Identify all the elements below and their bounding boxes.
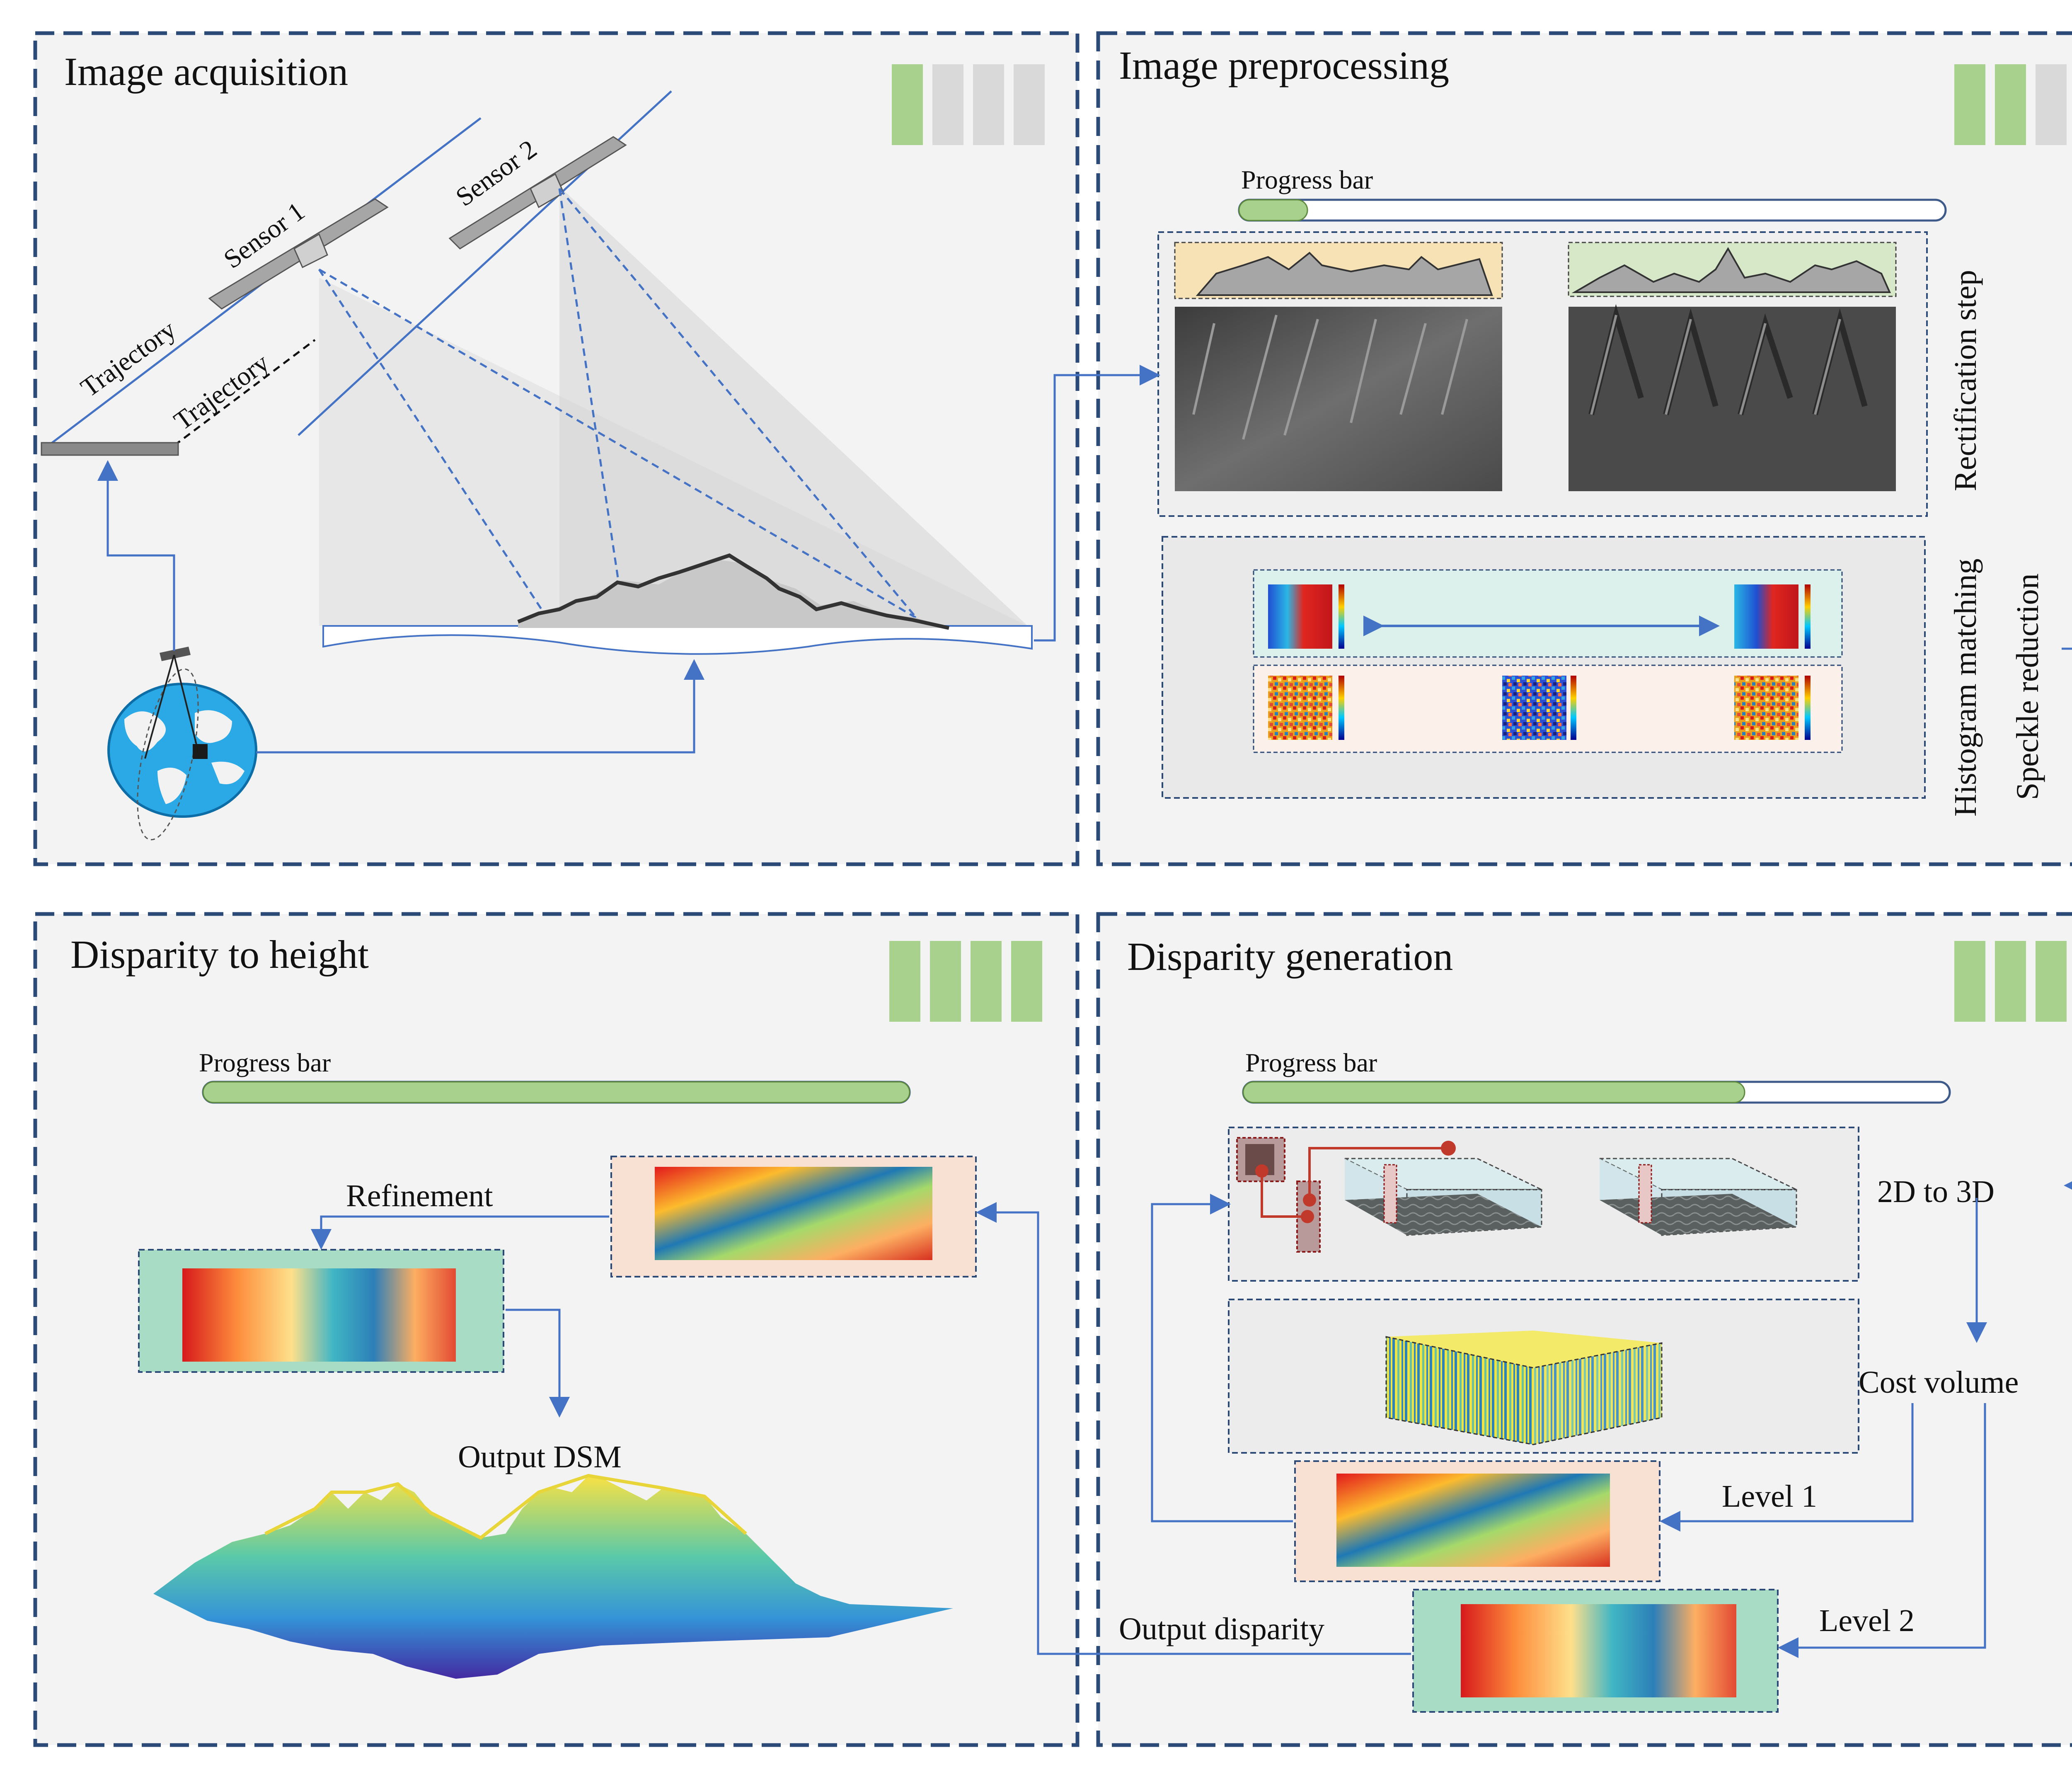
level1-label: Level 1 bbox=[1722, 1479, 1817, 1514]
refinement-label: Refinement bbox=[346, 1178, 493, 1213]
level2-label: Level 2 bbox=[1819, 1603, 1915, 1638]
histogram-label: Histogram matching bbox=[1948, 558, 1983, 817]
panel-title: Image acquisition bbox=[64, 49, 348, 94]
earth-globe-icon bbox=[107, 647, 257, 841]
progress-bar bbox=[202, 1081, 911, 1104]
panel-title: Disparity to height bbox=[70, 932, 369, 977]
panel-title: Image preprocessing bbox=[1119, 43, 1449, 87]
ground-station-bar bbox=[41, 442, 179, 456]
panel-image-preprocessing: Image preprocessing Progress bar Rectifi… bbox=[1096, 31, 2072, 866]
stage-indicator bbox=[889, 941, 1042, 1022]
speckle-reduction-row bbox=[1253, 664, 1843, 753]
cost-volume-cube bbox=[1385, 1331, 1663, 1445]
output-disparity-label: Output disparity bbox=[1119, 1612, 1324, 1646]
rectified-image-right bbox=[1568, 242, 1897, 491]
progress-label: Progress bar bbox=[199, 1048, 331, 1077]
rectified-image-left bbox=[1174, 242, 1503, 491]
histogram-matching-row bbox=[1253, 569, 1843, 658]
stage-indicator bbox=[1954, 64, 2067, 145]
output-dsm-surface bbox=[153, 1474, 953, 1679]
panel-title: Disparity generation bbox=[1127, 934, 1453, 979]
to3d-label: 2D to 3D bbox=[1877, 1174, 1995, 1209]
level2-disparity-map bbox=[1412, 1589, 1779, 1713]
panel-disparity-to-height: Disparity to height Progress bar Refinem… bbox=[33, 912, 1080, 1747]
patch-to-3d-illustration bbox=[1236, 1137, 1797, 1253]
panel-image-acquisition: Image acquisition Trajectory Trajectory … bbox=[33, 31, 1080, 866]
progress-bar bbox=[1242, 1081, 1951, 1104]
progress-label: Progress bar bbox=[1245, 1048, 1377, 1077]
speckle-label: Speckle reduction bbox=[2010, 573, 2045, 800]
progress-bar bbox=[1238, 199, 1947, 222]
refined-disparity-map bbox=[138, 1249, 504, 1373]
input-disparity-map bbox=[610, 1156, 977, 1277]
stage-indicator bbox=[892, 64, 1045, 145]
level1-disparity-map bbox=[1294, 1460, 1661, 1582]
progress-label: Progress bar bbox=[1241, 165, 1373, 194]
rectification-label: Rectification step bbox=[1948, 270, 1983, 491]
output-dsm-label: Output DSM bbox=[458, 1440, 622, 1474]
panel-disparity-generation: Disparity generation Progress bar bbox=[1096, 912, 2072, 1747]
stage-indicator bbox=[1954, 941, 2067, 1022]
cost-volume-label: Cost volume bbox=[1859, 1365, 2019, 1400]
